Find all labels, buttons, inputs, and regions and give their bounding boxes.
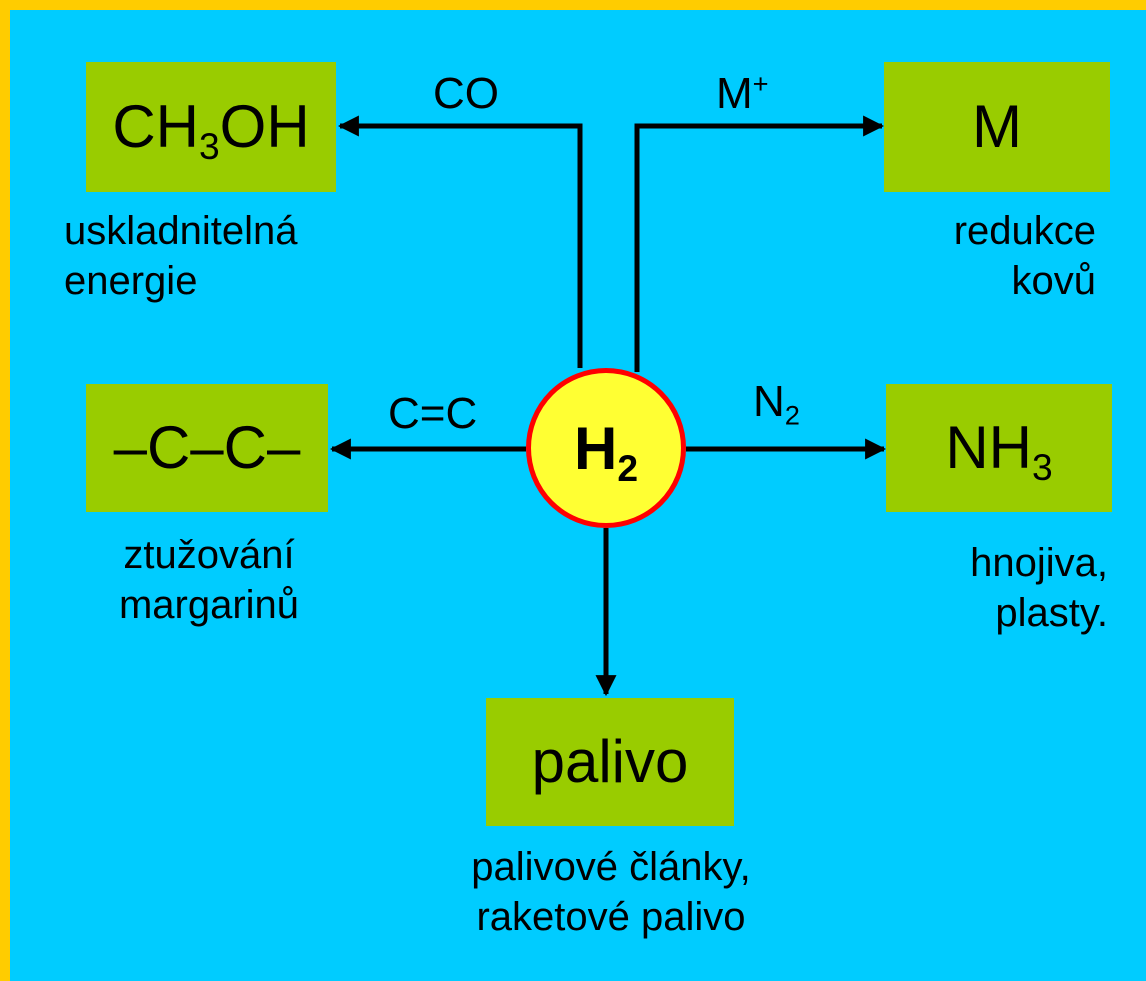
alkane-formula: –C–C– [113, 414, 301, 481]
caption-line: kovů [1011, 259, 1097, 303]
edge-label-alkene: C=C [388, 389, 478, 438]
caption-methanol: uskladnitelná energie [64, 206, 298, 306]
caption-line: redukce [953, 209, 1096, 253]
fuel-box: palivo [486, 698, 734, 826]
arrow-to-metal [634, 115, 885, 372]
edge-label-metal-ion: M+ [716, 68, 769, 118]
arrow-to-methanol [337, 115, 583, 368]
caption-line: uskladnitelná [64, 209, 298, 253]
methanol-box: CH3OH [86, 62, 336, 192]
metal-formula: M [972, 93, 1022, 160]
caption-ammonia: hnojiva, plasty. [970, 538, 1108, 638]
alkane-box: –C–C– [86, 384, 328, 512]
caption-line: plasty. [995, 591, 1108, 635]
caption-metal: redukce kovů [954, 206, 1096, 306]
caption-fuel: palivové články, raketové palivo [396, 842, 826, 942]
caption-line: energie [64, 259, 198, 303]
ammonia-formula: NH3 [945, 414, 1053, 488]
methanol-formula: CH3OH [112, 93, 310, 167]
caption-line: ztužování [123, 533, 295, 577]
edge-label-co: CO [433, 69, 499, 118]
edge-label-nitrogen: N2 [753, 377, 800, 431]
hydrogen-node: H2 [526, 368, 686, 528]
hydrogen-label: H2 [573, 414, 639, 489]
caption-line: raketové palivo [476, 895, 746, 939]
metal-box: M [884, 62, 1110, 192]
caption-line: palivové články, [471, 845, 751, 889]
ammonia-box: NH3 [886, 384, 1112, 512]
fuel-label: palivo [531, 728, 689, 795]
caption-line: margarinů [118, 583, 300, 627]
caption-alkane: ztužování margarinů [86, 530, 332, 630]
caption-line: hnojiva, [970, 541, 1108, 585]
